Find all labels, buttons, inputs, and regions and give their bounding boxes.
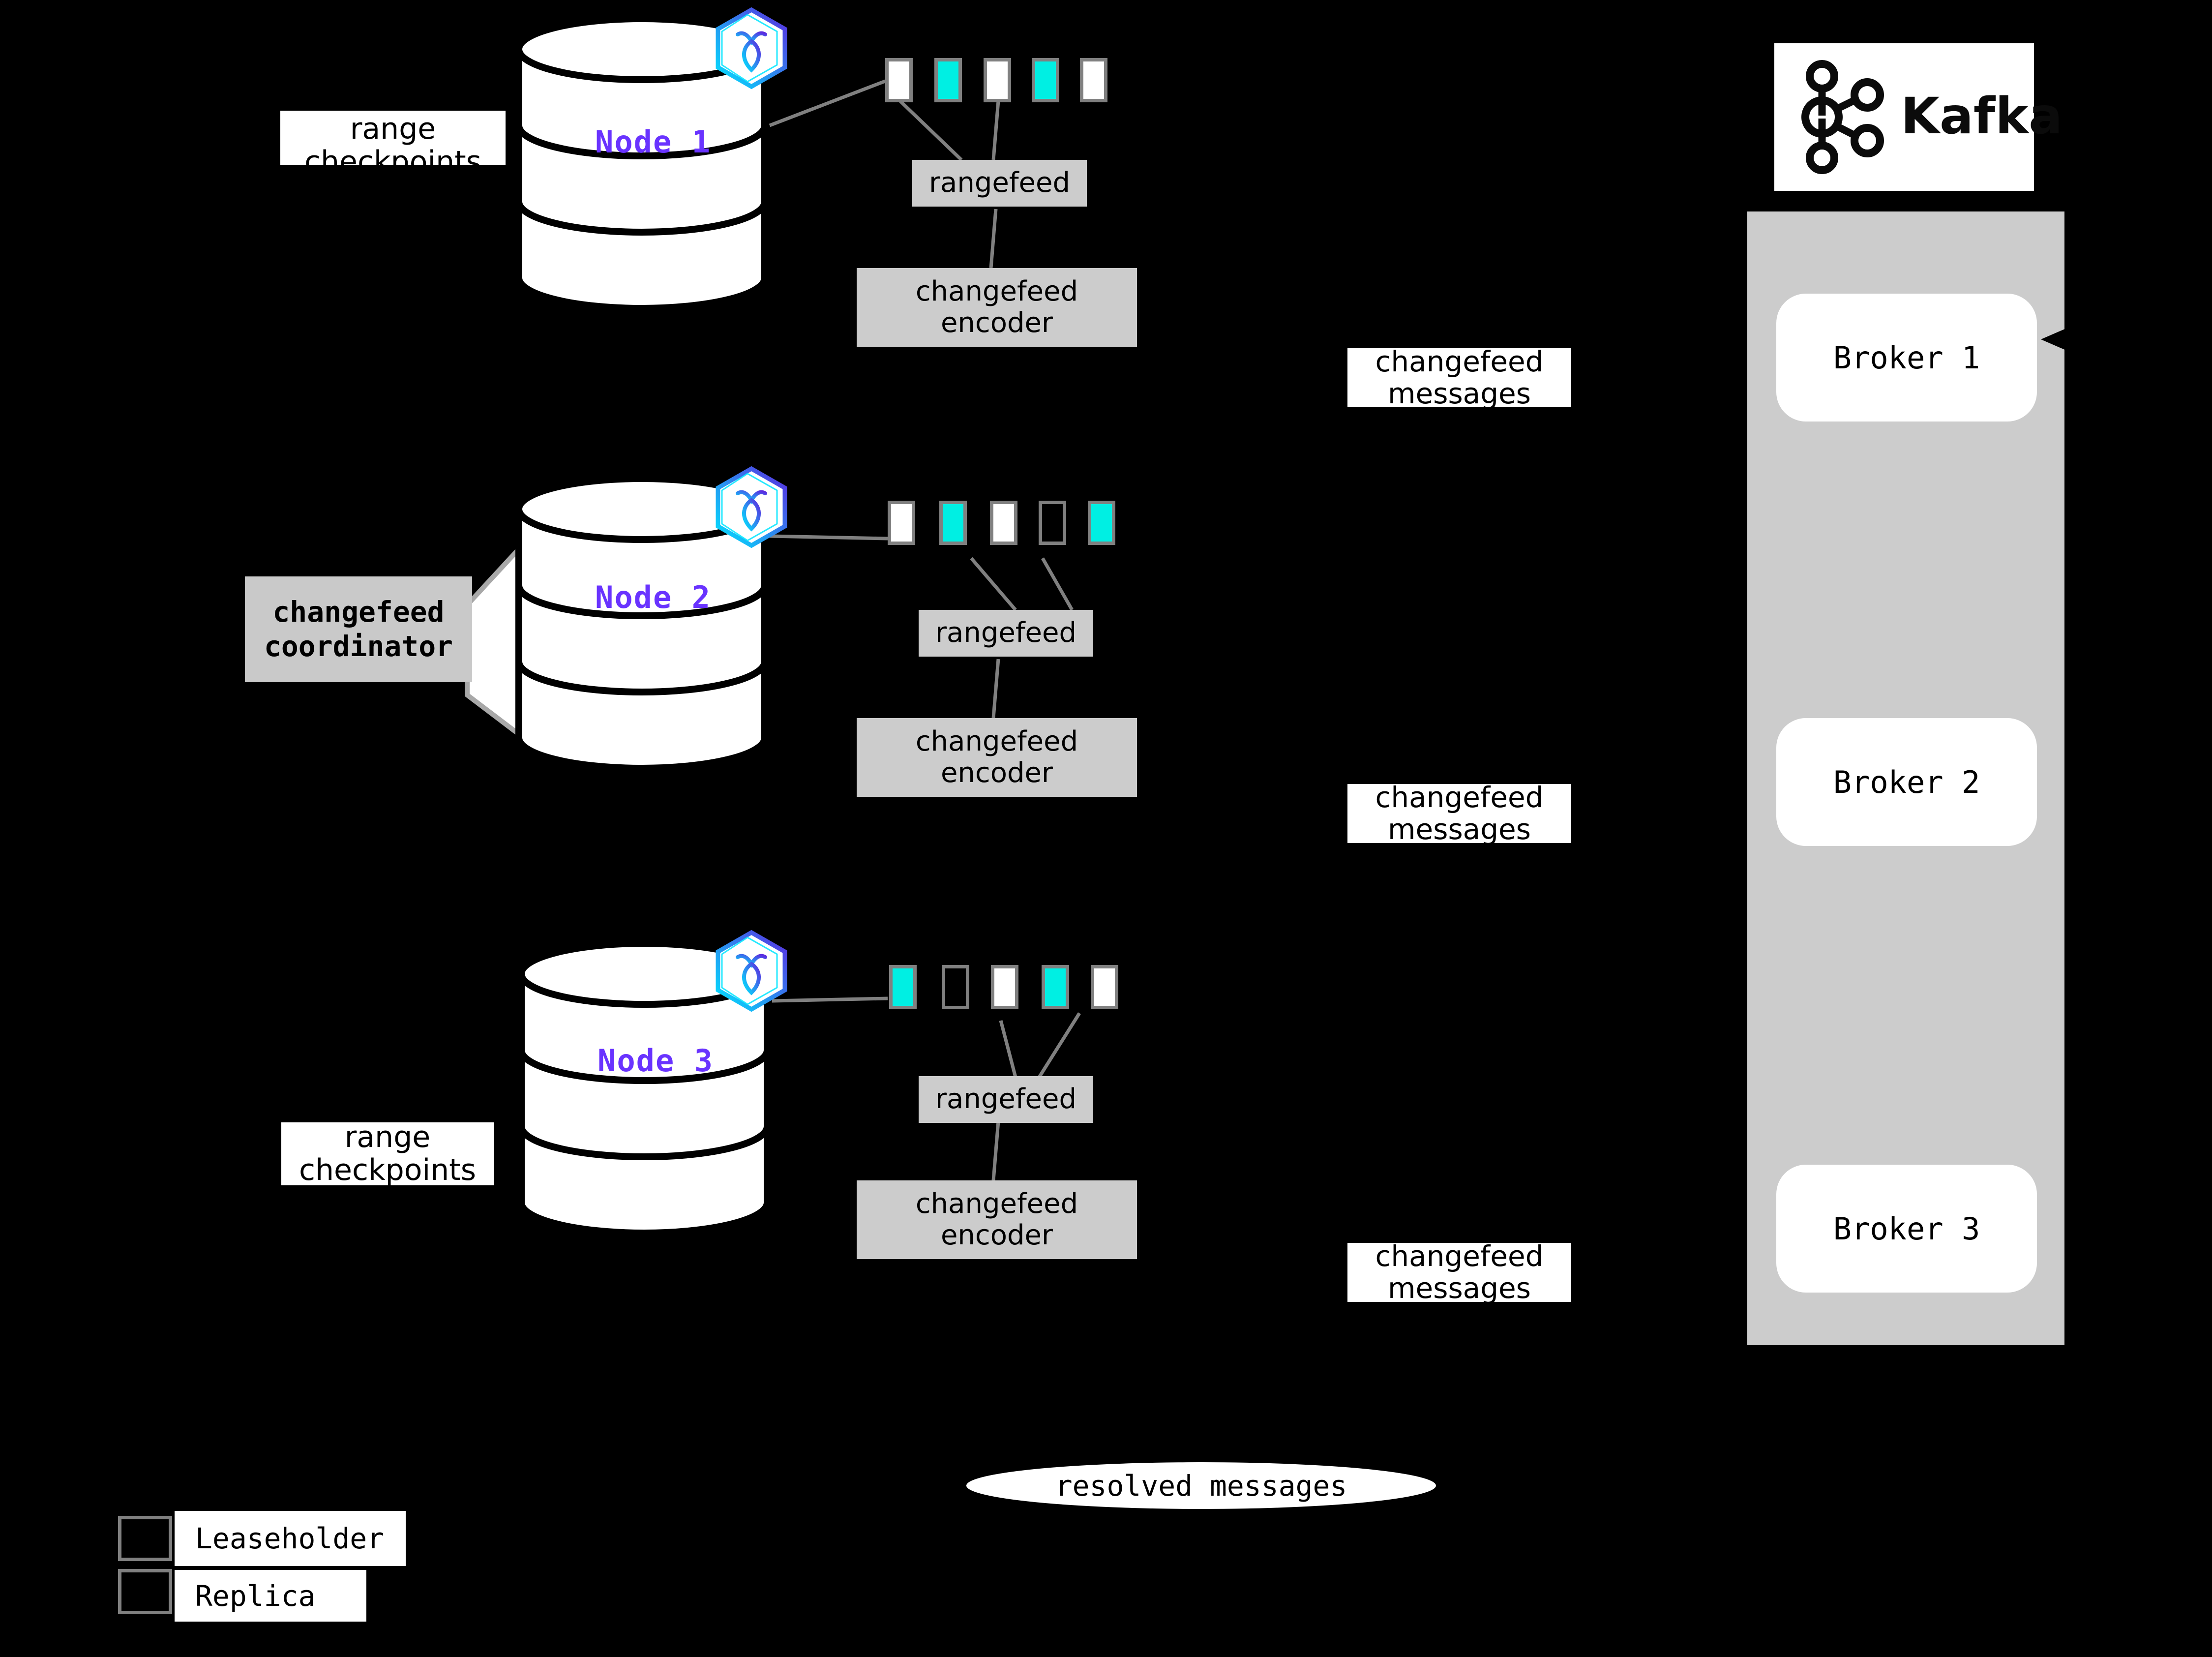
- changefeed-messages-line1: changefeed: [1375, 1239, 1544, 1273]
- cockroachdb-hexagon-icon: [716, 7, 787, 90]
- node-2-label: Node 2: [595, 579, 711, 615]
- broker-label: Broker 2: [1833, 764, 1980, 800]
- range-checkpoints-line2: checkpoints: [299, 1153, 476, 1187]
- encoder-line2: encoder: [940, 1219, 1053, 1251]
- changefeed-encoder-box-node-3: changefeed encoder: [857, 1180, 1137, 1259]
- rangefeed-box-node-1: rangefeed: [912, 160, 1087, 207]
- changefeed-messages-line1: changefeed: [1375, 345, 1544, 379]
- node-2-cylinder: [515, 475, 768, 772]
- broker-1-box: Broker 1: [1776, 294, 2037, 422]
- range-square: [1039, 501, 1066, 545]
- legend-label-replica: Replica: [175, 1570, 366, 1622]
- range-square: [991, 965, 1018, 1009]
- encoder-line2: encoder: [940, 757, 1053, 789]
- cockroachdb-hexagon-icon: [716, 930, 787, 1012]
- range-checkpoints-line2: checkpoints: [304, 145, 481, 180]
- rangefeed-label: rangefeed: [929, 167, 1070, 199]
- changefeed-encoder-box-node-2: changefeed encoder: [857, 718, 1137, 797]
- legend-swatch-replica: [118, 1569, 172, 1614]
- encoder-line2: encoder: [940, 307, 1053, 339]
- changefeed-messages-line2: messages: [1388, 813, 1531, 846]
- range-checkpoints-line1: range: [350, 112, 436, 146]
- changefeed-messages-label-1: changefeed messages: [1347, 345, 1571, 410]
- rangefeed-box-node-3: rangefeed: [919, 1076, 1093, 1123]
- range-square: [990, 501, 1017, 545]
- rangefeed-label: rangefeed: [935, 1083, 1076, 1115]
- kafka-logo-box: Kafka: [1774, 43, 2063, 191]
- node-3-cylinder: [518, 940, 771, 1236]
- coordinator-line2: coordinator: [264, 629, 453, 663]
- changefeed-messages-line2: messages: [1388, 1271, 1531, 1305]
- range-square: [885, 58, 913, 102]
- cockroachdb-hexagon-icon: [716, 466, 787, 548]
- range-square: [984, 58, 1011, 102]
- range-checkpoints-line1: range: [344, 1119, 431, 1154]
- node-1-label: Node 1: [595, 124, 711, 160]
- changefeed-coordinator-box: changefeed coordinator: [245, 576, 472, 682]
- broker-2-box: Broker 2: [1776, 718, 2037, 846]
- resolved-messages-pill: resolved messages: [966, 1462, 1436, 1509]
- rangefeed-label: rangefeed: [935, 617, 1076, 649]
- node-3-label: Node 3: [598, 1043, 714, 1079]
- range-square: [888, 501, 915, 545]
- range-square: [1080, 58, 1107, 102]
- changefeed-encoder-box-node-1: changefeed encoder: [857, 268, 1137, 347]
- range-square: [1091, 965, 1118, 1009]
- range-square: [1032, 58, 1059, 102]
- svg-text:Kafka: Kafka: [1901, 87, 2063, 146]
- changefeed-messages-label-2: changefeed messages: [1347, 781, 1571, 846]
- legend-swatch-leaseholder: [118, 1516, 172, 1561]
- node-1-cylinder: [515, 15, 768, 312]
- changefeed-messages-line1: changefeed: [1375, 781, 1544, 814]
- legend-text: Replica: [195, 1579, 316, 1613]
- broker-label: Broker 1: [1833, 339, 1980, 376]
- range-square: [889, 965, 917, 1009]
- encoder-line1: changefeed: [915, 1187, 1078, 1220]
- range-square: [942, 965, 969, 1009]
- range-checkpoints-label-top: range checkpoints: [280, 111, 506, 179]
- changefeed-messages-label-3: changefeed messages: [1347, 1239, 1571, 1305]
- encoder-line1: changefeed: [915, 275, 1078, 307]
- kafka-logo-icon: Kafka: [1801, 60, 2063, 174]
- changefeed-ingress-arrow-icon: [2041, 327, 2070, 352]
- resolved-messages-label: resolved messages: [1055, 1469, 1347, 1503]
- broker-label: Broker 3: [1833, 1210, 1980, 1247]
- range-square: [934, 58, 962, 102]
- range-square: [939, 501, 967, 545]
- broker-3-box: Broker 3: [1776, 1165, 2037, 1293]
- changefeed-messages-line2: messages: [1388, 377, 1531, 410]
- coordinator-line1: changefeed: [272, 595, 445, 629]
- rangefeed-box-node-2: rangefeed: [919, 610, 1093, 657]
- range-square: [1088, 501, 1115, 545]
- legend-text: Leaseholder: [195, 1522, 385, 1555]
- encoder-line1: changefeed: [915, 725, 1078, 757]
- legend-label-leaseholder: Leaseholder: [175, 1511, 406, 1566]
- range-checkpoints-label-bottom: range checkpoints: [281, 1119, 494, 1187]
- range-square: [1042, 965, 1069, 1009]
